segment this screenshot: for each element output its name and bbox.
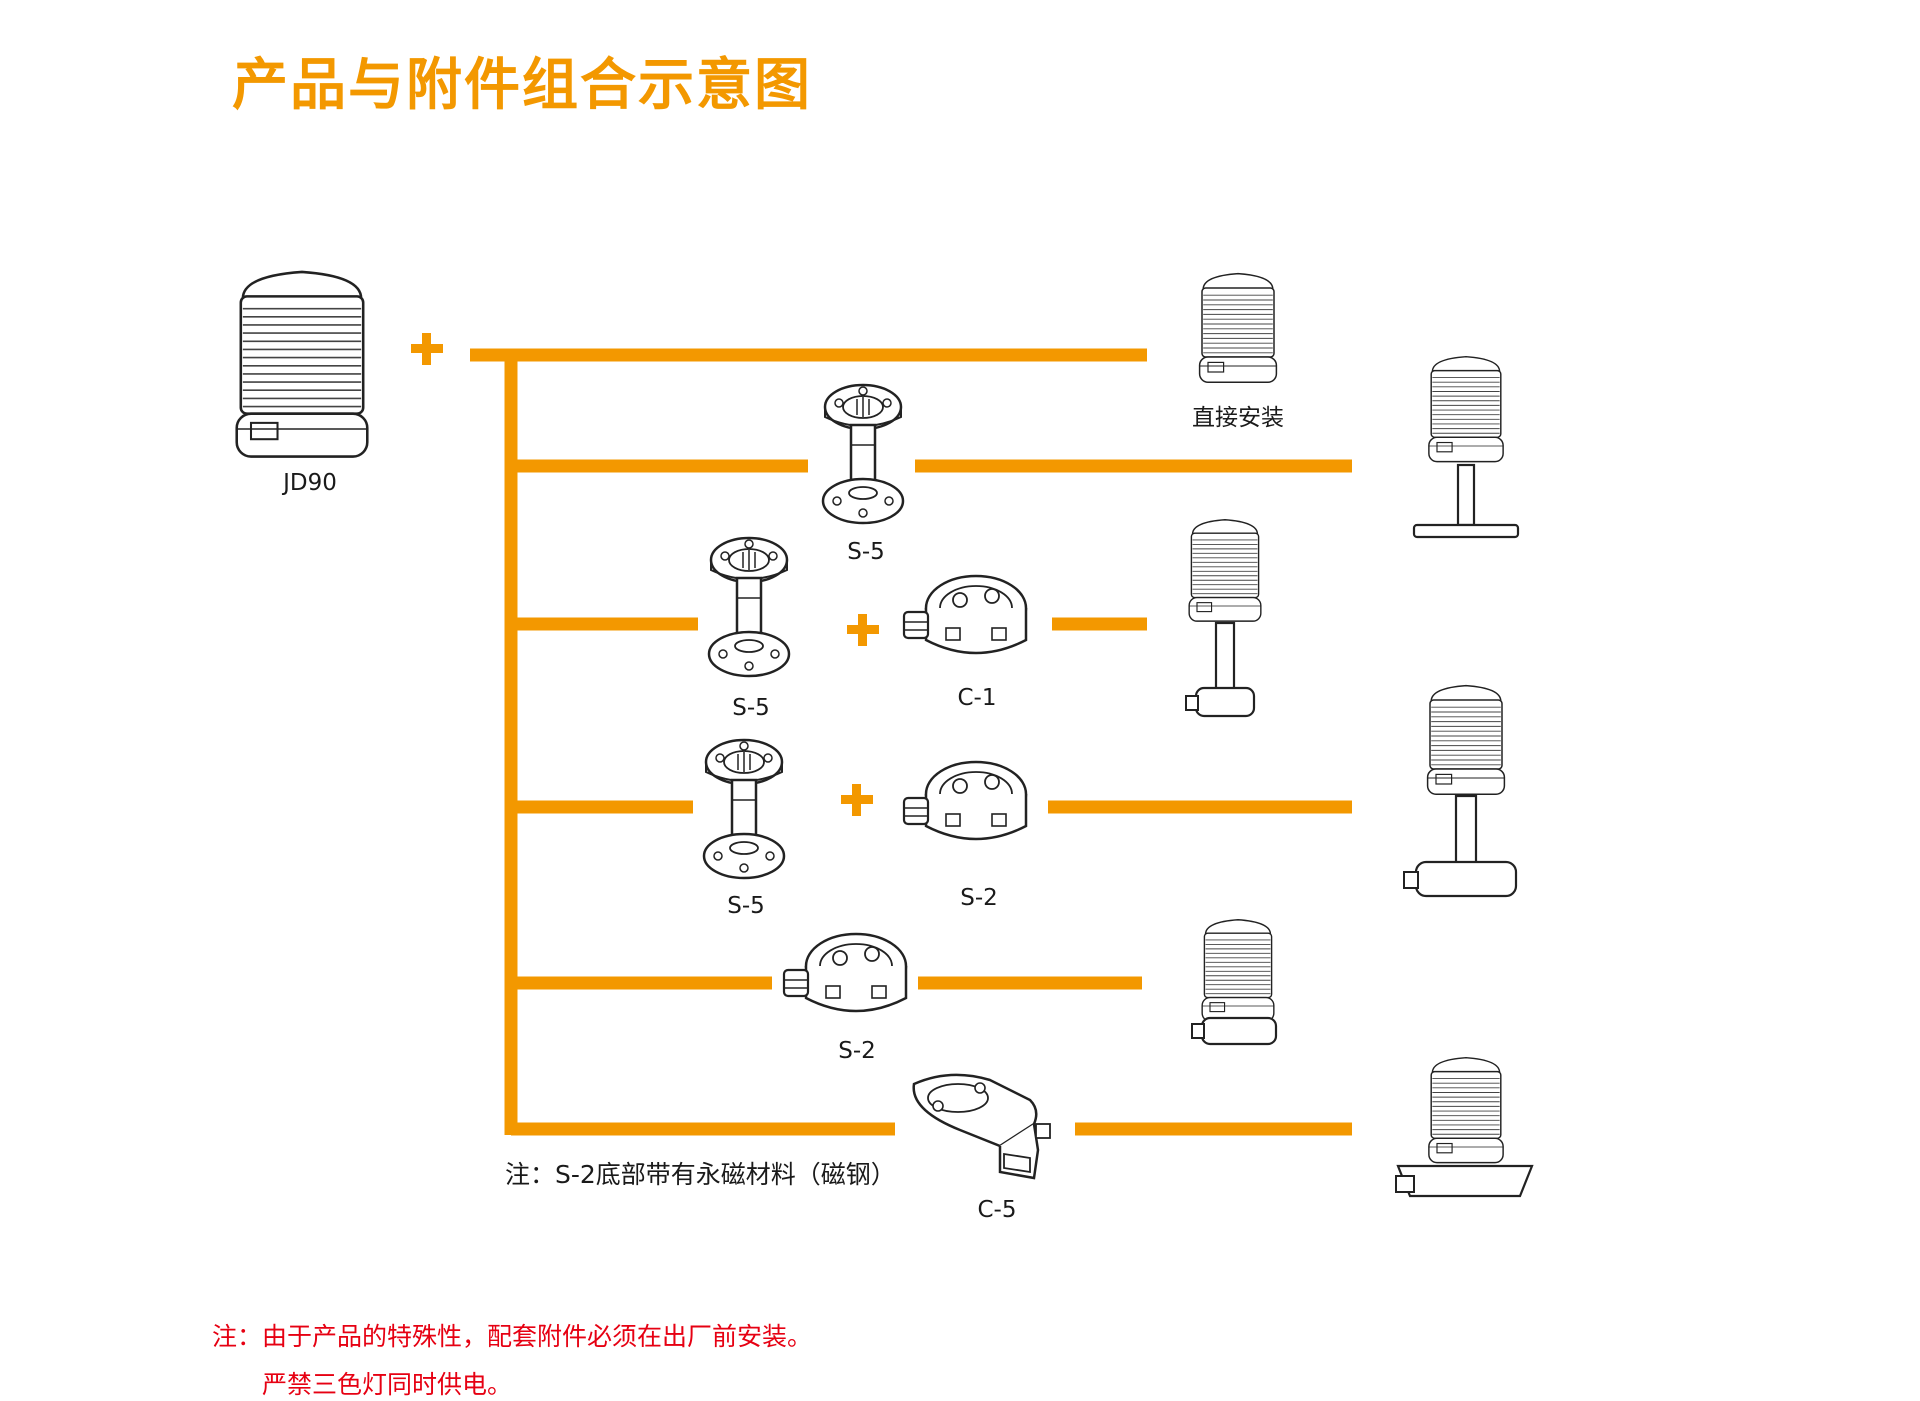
bottom-note-line2: 严禁三色灯同时供电。 <box>262 1370 513 1399</box>
connector-lines <box>470 348 1352 1136</box>
label-row3-c1: C-1 <box>957 685 997 711</box>
product-label-jd90: JD90 <box>283 470 337 496</box>
s5-bracket-icon <box>702 738 786 880</box>
result-lamp-s2-icon <box>1191 919 1278 1046</box>
label-row4-s5: S-5 <box>727 893 765 919</box>
s2-base-icon <box>782 932 908 1013</box>
result-lamp-s5-s2-icon <box>1403 684 1518 898</box>
result-lamp-c5-icon <box>1395 1056 1534 1198</box>
label-row4-s2: S-2 <box>960 885 998 911</box>
plus-icon <box>411 333 443 365</box>
label-direct-mount: 直接安装 <box>1192 405 1284 431</box>
bottom-note-line1: 注：由于产品的特殊性，配套附件必须在出厂前安装。 <box>212 1322 813 1351</box>
s5-bracket-icon <box>821 383 905 525</box>
s2-base-icon <box>902 760 1028 841</box>
magnet-note: 注：S-2底部带有永磁材料（磁钢） <box>505 1160 896 1189</box>
result-lamp-direct-icon <box>1198 272 1278 383</box>
label-row2-s5: S-5 <box>847 539 885 565</box>
label-row3-s5: S-5 <box>732 695 770 721</box>
result-lamp-s5-icon <box>1412 355 1520 539</box>
plus-icon <box>841 784 873 816</box>
label-row5-s2: S-2 <box>838 1038 876 1064</box>
label-row6-c5: C-5 <box>977 1197 1017 1223</box>
jd90-lamp-icon <box>235 270 369 458</box>
result-lamp-s5-c1-icon <box>1185 519 1262 718</box>
plus-icon <box>847 614 879 646</box>
page-title: 产品与附件组合示意图 <box>232 53 812 118</box>
c5-bracket-icon <box>912 1073 1052 1180</box>
c1-base-icon <box>902 574 1028 655</box>
s5-bracket-icon <box>707 536 791 678</box>
